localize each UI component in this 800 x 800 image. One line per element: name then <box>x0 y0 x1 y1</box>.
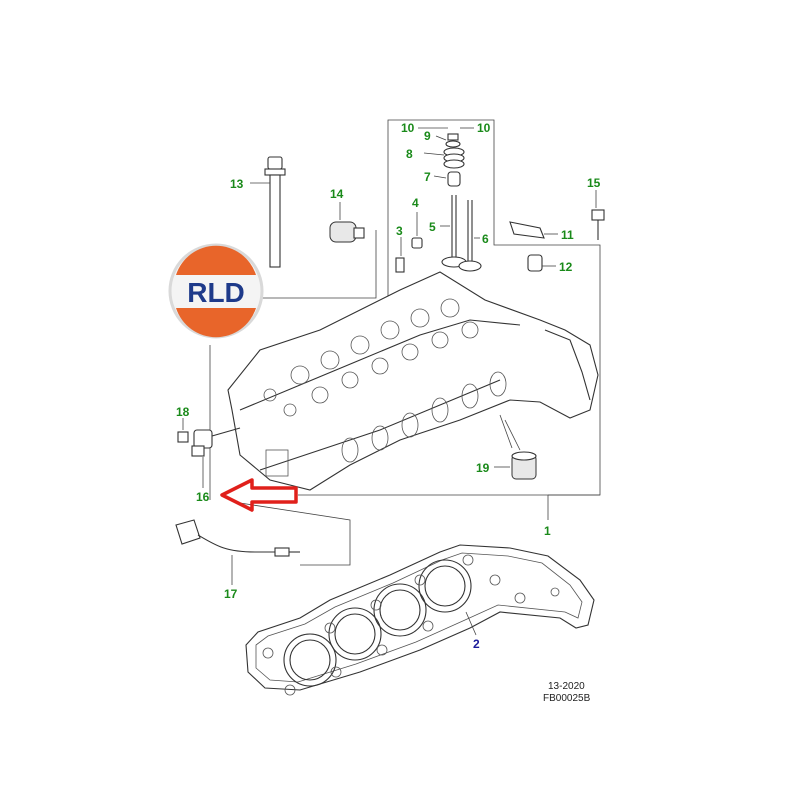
callout-15: 15 <box>587 176 601 190</box>
rocker-arm-part <box>509 221 558 239</box>
callout-2: 2 <box>473 637 480 651</box>
callout-10-right: 10 <box>477 121 491 135</box>
highlight-arrow <box>220 478 298 512</box>
reference-block: 13-2020 FB00025B <box>543 681 591 704</box>
sensor-part <box>329 202 365 243</box>
reference-code: FB00025B <box>543 693 591 704</box>
sensor-16-part <box>191 427 241 488</box>
logo-text: RLD <box>187 277 245 308</box>
callout-8: 8 <box>406 147 413 161</box>
callout-1: 1 <box>544 524 551 538</box>
plug-19-part <box>494 451 537 480</box>
callout-9: 9 <box>424 129 431 143</box>
head-gasket-part <box>245 544 595 696</box>
callout-6: 6 <box>482 232 489 246</box>
callout-14: 14 <box>330 187 344 201</box>
callout-16: 16 <box>196 490 210 504</box>
reference-date: 13-2020 <box>548 681 585 692</box>
callout-3: 3 <box>396 224 403 238</box>
callout-7: 7 <box>424 170 431 184</box>
cylinder-head-part <box>227 271 599 491</box>
bolt-18-part <box>177 418 189 443</box>
dowel-and-plug-parts <box>395 212 423 273</box>
sensor-harness-part <box>175 519 300 585</box>
callout-4: 4 <box>412 196 419 210</box>
bolt-15-part <box>591 190 605 240</box>
callout-17: 17 <box>224 587 238 601</box>
callout-12: 12 <box>559 260 573 274</box>
lash-adjuster-part <box>527 254 556 272</box>
head-bolt-part <box>250 156 286 268</box>
assembly-bracket-lines <box>209 119 601 566</box>
callout-11: 11 <box>561 228 574 242</box>
rld-logo: RLD <box>168 243 264 339</box>
valve-assembly-part <box>418 127 482 272</box>
callout-10-left: 10 <box>401 121 415 135</box>
callout-5: 5 <box>429 220 436 234</box>
callout-19: 19 <box>476 461 490 475</box>
callout-labels: 10 10 9 8 7 5 6 4 3 13 14 15 11 12 18 16… <box>176 121 601 651</box>
callout-18: 18 <box>176 405 190 419</box>
callout-13: 13 <box>230 177 244 191</box>
